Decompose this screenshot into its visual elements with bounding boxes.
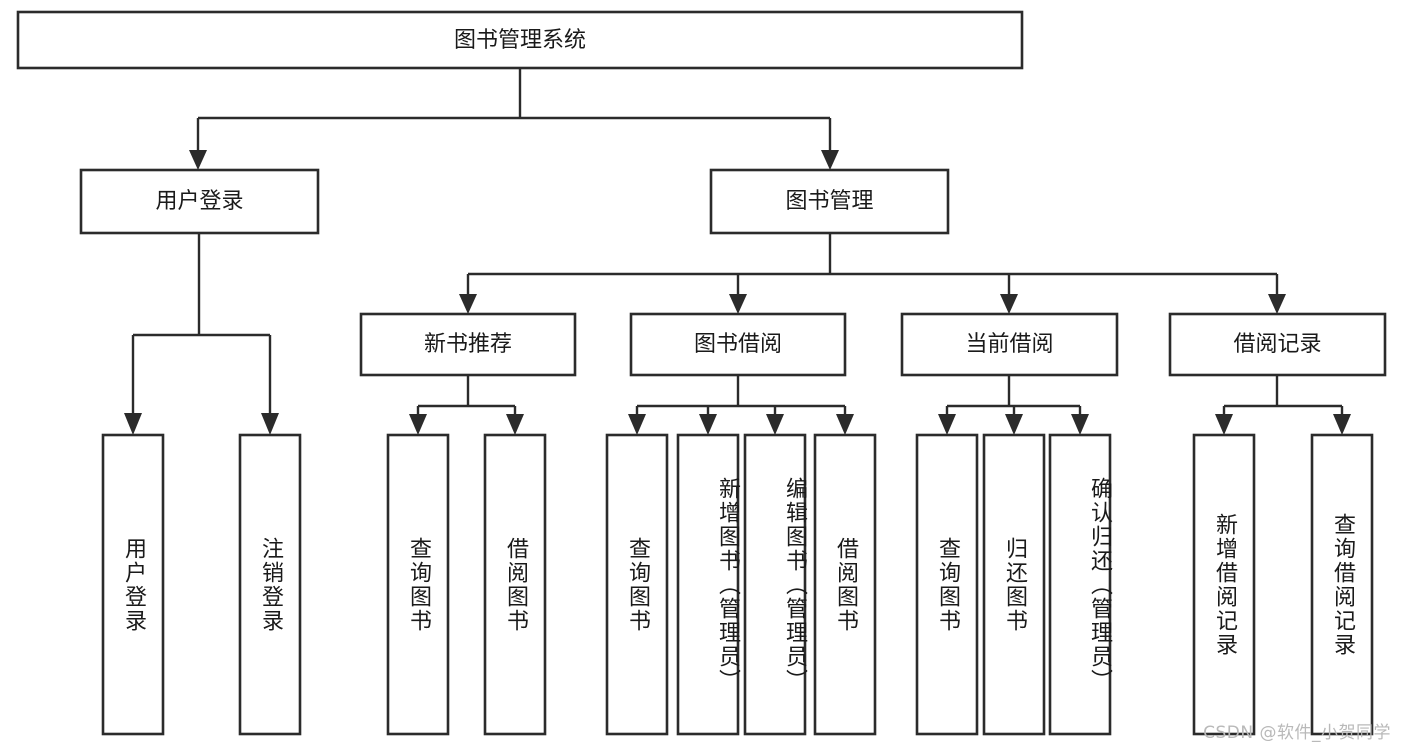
node-book-borrow[interactable]: [629, 312, 847, 377]
arrow-head-leaf-confirm-return-admin: [1071, 414, 1089, 435]
arrow-head-borrow-record: [1268, 294, 1286, 314]
node-root[interactable]: [16, 10, 1024, 70]
arrow-head-leaf-logout-login: [261, 413, 279, 435]
connector-group: [124, 68, 1351, 435]
arrow-head-book-borrow: [729, 294, 747, 314]
node-new-book-recommend-label: 新书推荐: [424, 332, 512, 357]
node-book-borrow-label: 图书借阅: [694, 332, 782, 357]
node-leaf-query-borrow-record[interactable]: [1310, 433, 1374, 736]
node-book-management-label: 图书管理: [785, 189, 873, 214]
arrow-head-leaf-query-book-3: [938, 414, 956, 435]
watermark-text: CSDN @软件_小贺同学: [1203, 723, 1391, 743]
node-leaf-edit-book-admin[interactable]: [743, 433, 807, 736]
node-leaf-user-login[interactable]: [101, 433, 165, 736]
node-book-management[interactable]: [709, 168, 950, 235]
node-user-login[interactable]: [79, 168, 320, 235]
node-leaf-return-book[interactable]: [982, 433, 1046, 736]
arrow-head-leaf-query-book-1: [409, 414, 427, 435]
node-box-group: 图书管理系统 用户登录 图书管理 新书推荐 图书借阅 当前借阅 借阅记录: [16, 10, 1387, 736]
arrow-head-current-borrow: [1000, 294, 1018, 314]
arrow-head-user-login: [189, 150, 207, 170]
arrow-head-leaf-user-login: [124, 413, 142, 435]
node-leaf-add-borrow-record[interactable]: [1192, 433, 1256, 736]
arrow-head-book-management: [821, 150, 839, 170]
node-leaf-add-book-admin[interactable]: [676, 433, 740, 736]
node-leaf-confirm-return-admin[interactable]: [1048, 433, 1112, 736]
arrow-head-leaf-edit-book-admin: [766, 414, 784, 435]
node-borrow-record[interactable]: [1168, 312, 1387, 377]
node-root-label: 图书管理系统: [454, 28, 586, 53]
node-leaf-borrow-book-1[interactable]: [483, 433, 547, 736]
arrow-head-leaf-query-book-2: [628, 414, 646, 435]
arrow-head-leaf-borrow-book-1: [506, 414, 524, 435]
arrow-head-leaf-query-borrow-record: [1333, 414, 1351, 435]
node-leaf-query-book-1[interactable]: [386, 433, 450, 736]
node-leaf-borrow-book-2[interactable]: [813, 433, 877, 736]
node-leaf-query-book-2[interactable]: [605, 433, 669, 736]
arrow-head-leaf-borrow-book-2: [836, 414, 854, 435]
arrow-head-leaf-return-book: [1005, 414, 1023, 435]
arrow-head-leaf-add-book-admin: [699, 414, 717, 435]
node-leaf-query-book-3[interactable]: [915, 433, 979, 736]
arrow-head-leaf-add-borrow-record: [1215, 414, 1233, 435]
node-borrow-record-label: 借阅记录: [1233, 332, 1321, 357]
node-leaf-logout-login[interactable]: [238, 433, 302, 736]
node-current-borrow[interactable]: [900, 312, 1119, 377]
arrow-head-new-book-recommend: [459, 294, 477, 314]
node-current-borrow-label: 当前借阅: [965, 332, 1053, 357]
node-user-login-label: 用户登录: [155, 189, 243, 214]
node-new-book-recommend[interactable]: [359, 312, 577, 377]
